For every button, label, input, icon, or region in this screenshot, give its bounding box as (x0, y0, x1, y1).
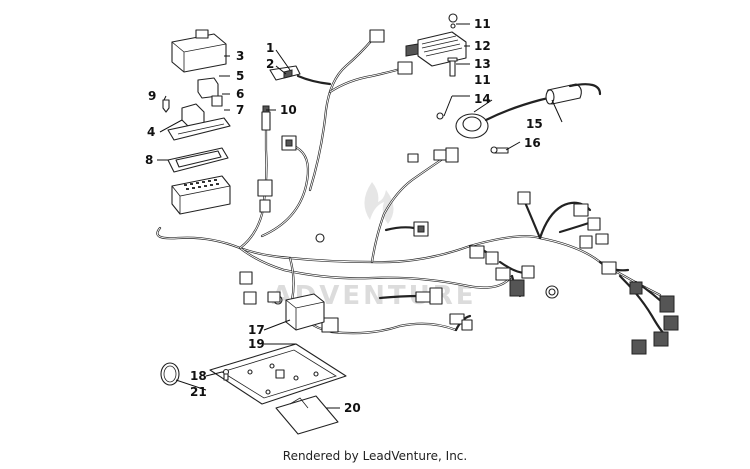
callout-7: 7 (236, 103, 244, 117)
callout-14: 14 (474, 92, 491, 106)
watermark-flame-icon (364, 182, 394, 224)
connector-1-2 (269, 65, 301, 81)
callout-1: 1 (266, 41, 274, 55)
callout-12: 12 (474, 39, 491, 53)
callout-20: 20 (344, 401, 361, 415)
callout-18: 18 (190, 369, 207, 383)
module-17 (285, 293, 325, 331)
callout-5: 5 (236, 69, 244, 83)
footer-credit: Rendered by LeadVenture, Inc. (282, 449, 468, 463)
fuse-9 (162, 99, 170, 113)
callout-4: 4 (147, 125, 155, 139)
screw-11-top (448, 13, 458, 29)
callout-labels: 3 5 6 7 9 4 8 10 1 2 11 12 13 11 14 15 1… (145, 17, 543, 415)
callout-11-mid: 11 (474, 73, 491, 87)
callout-8: 8 (145, 153, 153, 167)
screw-18 (222, 368, 230, 381)
sensor-10 (257, 105, 273, 213)
callout-9: 9 (148, 89, 156, 103)
clamp-21 (160, 362, 180, 386)
fuse-box-base (171, 175, 231, 215)
relay-5 (197, 77, 219, 99)
callout-17: 17 (248, 323, 265, 337)
connectors-middle (239, 147, 559, 333)
fuse-strip-7 (167, 117, 231, 141)
callout-6: 6 (236, 87, 244, 101)
connector-top (369, 29, 413, 75)
callout-16: 16 (524, 136, 541, 150)
mounting-tray-19 (209, 343, 347, 405)
leader-lines (157, 23, 563, 409)
mini-relay-6 (211, 95, 223, 107)
callout-21: 21 (190, 385, 207, 399)
screw-13 (447, 57, 458, 77)
callout-19: 19 (248, 337, 265, 351)
callout-2: 2 (266, 57, 274, 71)
connectors-right (517, 191, 679, 355)
callout-15: 15 (526, 117, 543, 131)
callout-13: 13 (474, 57, 491, 71)
connector-side (281, 135, 297, 151)
callout-10: 10 (280, 103, 297, 117)
gasket-8 (167, 147, 229, 173)
fuse-box-cover (171, 29, 227, 73)
callout-11-top: 11 (474, 17, 491, 31)
callout-3: 3 (236, 49, 244, 63)
grip-15 (545, 83, 602, 105)
cover-20 (275, 395, 339, 435)
screw-16 (490, 146, 509, 154)
